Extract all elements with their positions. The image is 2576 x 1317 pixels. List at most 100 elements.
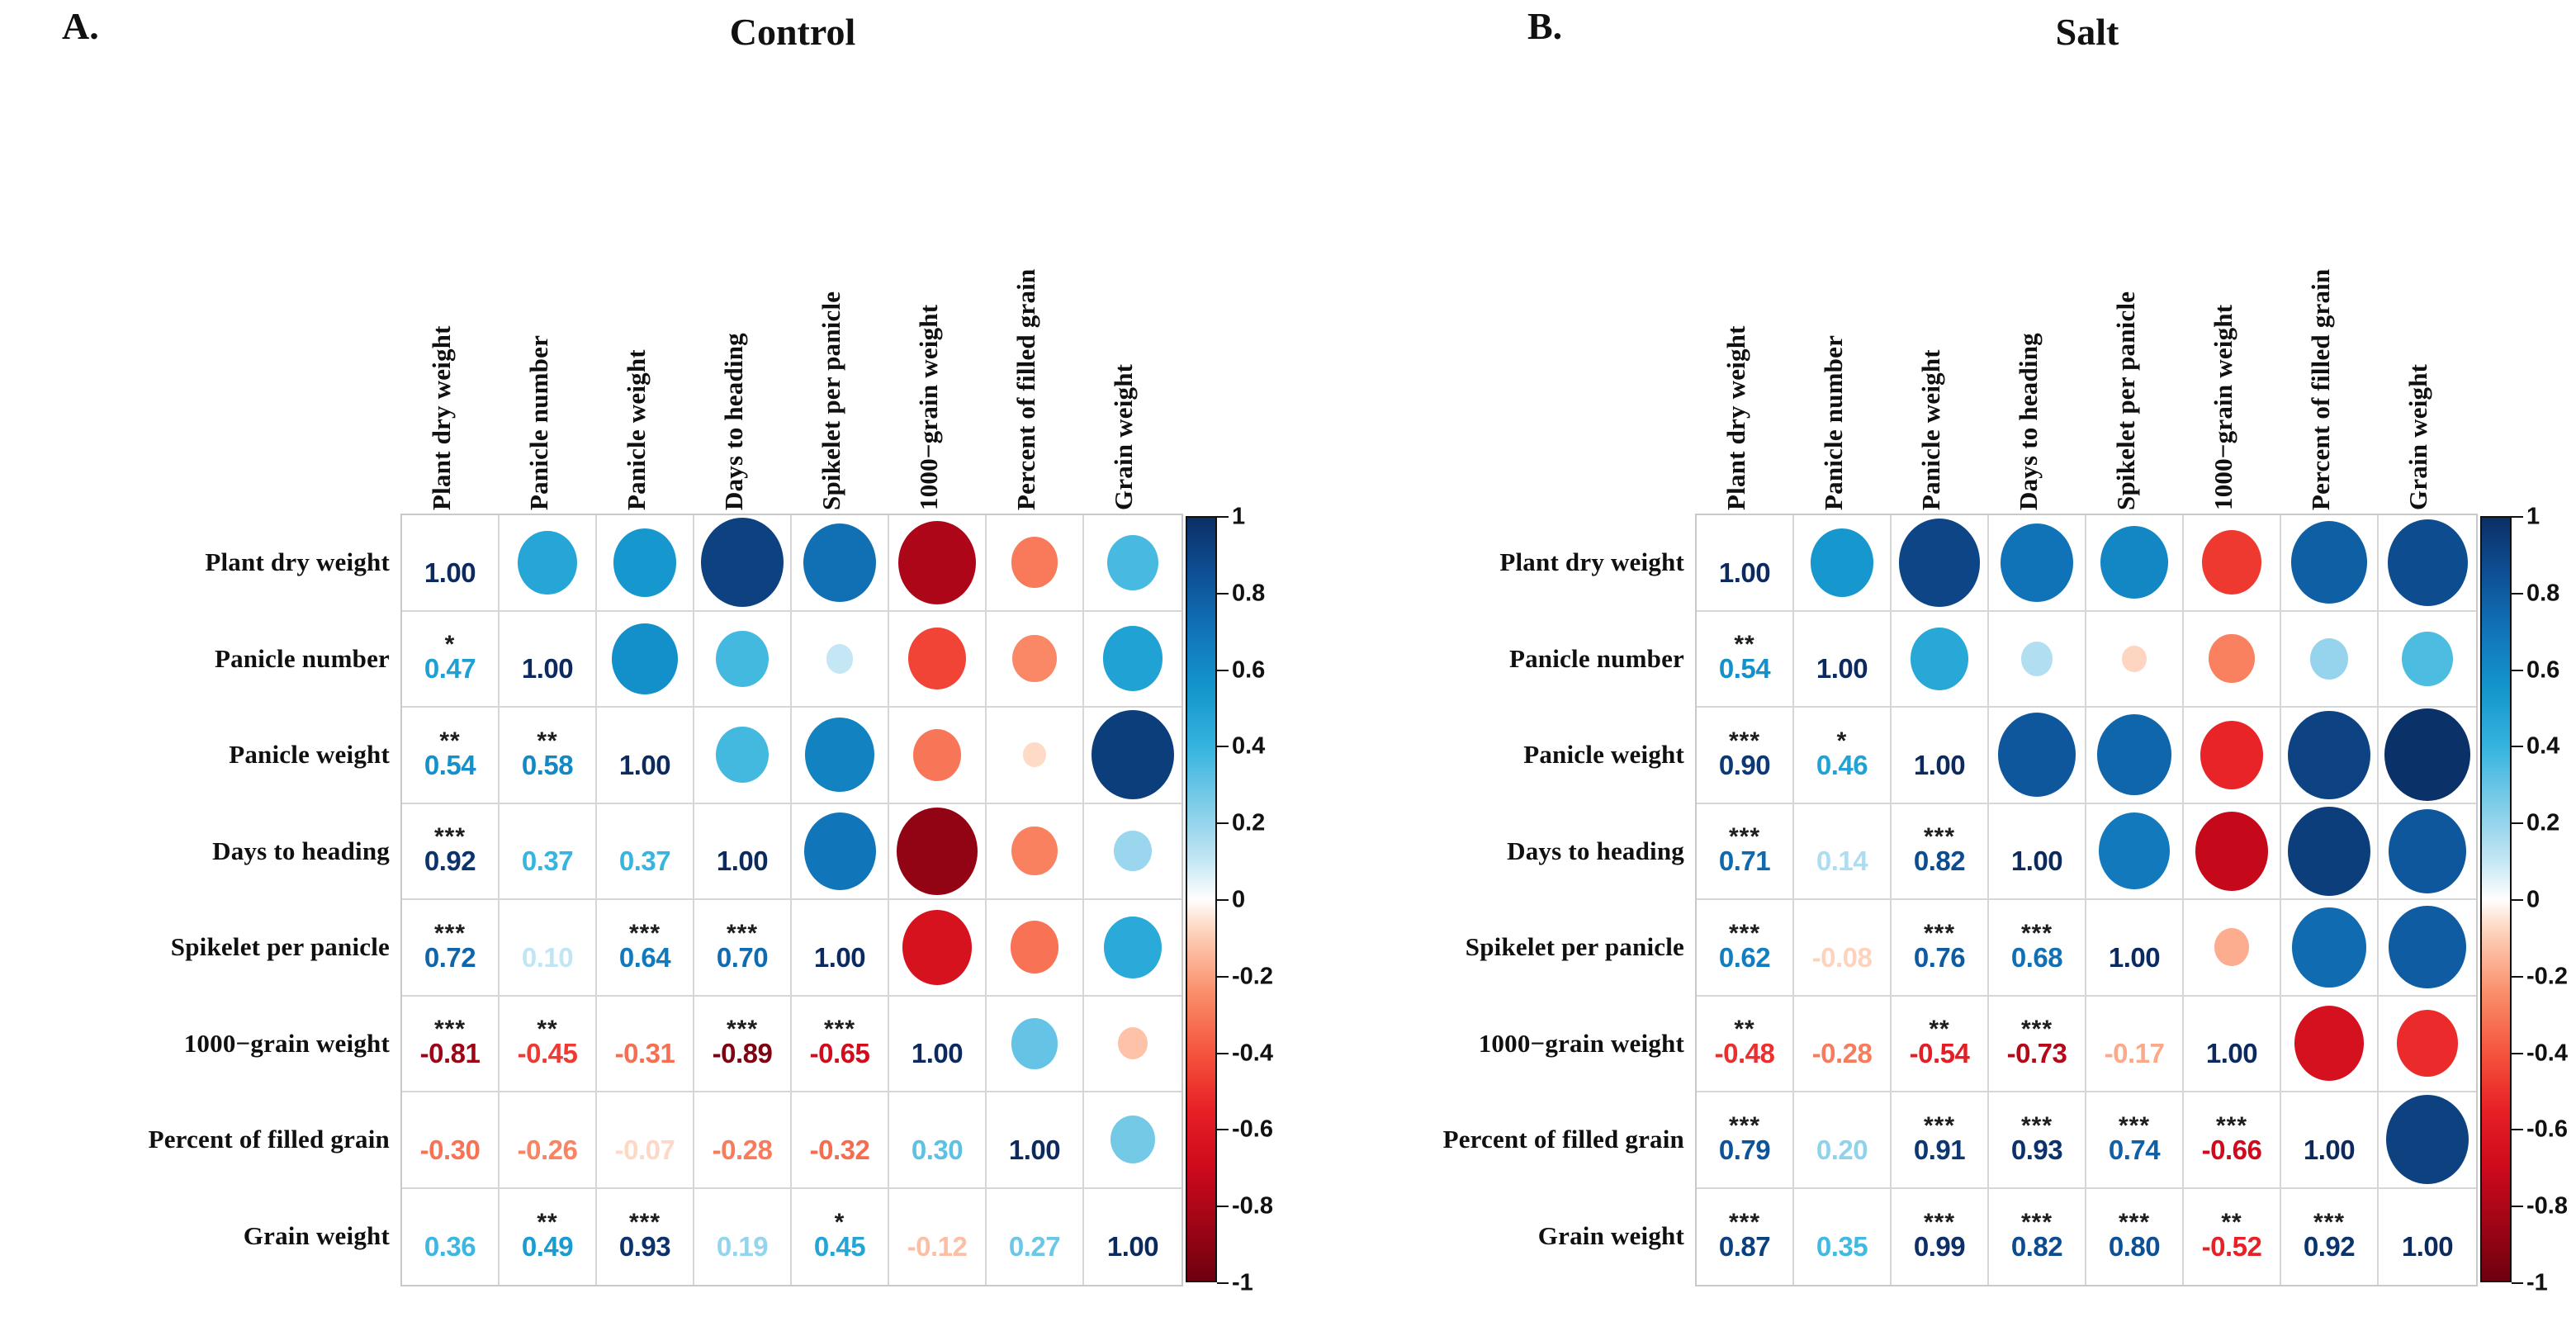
correlation-value: -0.45 — [517, 1038, 578, 1069]
significance-stars: *** — [726, 919, 758, 947]
correlation-circle — [1110, 1116, 1156, 1164]
matrix-cell: ***0.90 — [1697, 708, 1794, 804]
significance-stars: ** — [537, 727, 558, 755]
correlation-value: -0.65 — [809, 1038, 870, 1069]
matrix-cell: 0.37 — [597, 803, 694, 900]
correlation-circle — [2001, 523, 2073, 602]
correlation-circle — [826, 643, 854, 674]
correlation-circle — [2396, 1010, 2459, 1078]
correlation-circle — [805, 718, 874, 793]
matrix-cell: 0.20 — [1794, 1092, 1892, 1189]
significance-stars: ** — [537, 1209, 558, 1237]
panel-a-letter: A. — [62, 5, 99, 47]
column-header-label: Panicle number — [524, 334, 553, 510]
correlation-circle — [2292, 907, 2366, 988]
significance-stars: *** — [1728, 1209, 1760, 1237]
correlation-value: 0.58 — [521, 749, 574, 780]
matrix-cell — [1084, 515, 1181, 612]
colorbar-tick — [1217, 822, 1229, 825]
significance-stars: * — [834, 1209, 845, 1237]
correlation-value: 0.93 — [618, 1231, 671, 1263]
correlation-value: 1.00 — [911, 1038, 964, 1069]
correlation-value: 0.91 — [1913, 1134, 1966, 1165]
matrix-cell: ***0.93 — [1989, 1092, 2086, 1189]
correlation-value: 1.00 — [2010, 846, 2063, 877]
matrix-cell — [2379, 1092, 2476, 1189]
correlation-value: -0.48 — [1714, 1038, 1775, 1069]
matrix-cell — [2379, 708, 2476, 804]
correlation-value: 0.93 — [2010, 1134, 2063, 1165]
significance-stars: *** — [628, 1209, 661, 1237]
correlation-value: 0.45 — [813, 1231, 866, 1263]
matrix-cell — [1084, 1092, 1181, 1189]
correlation-circle — [1104, 916, 1162, 978]
significance-stars: *** — [433, 823, 466, 851]
matrix-cell — [2184, 708, 2281, 804]
significance-stars: *** — [433, 1016, 466, 1044]
row-label-4: Spikelet per panicle — [1465, 932, 1684, 961]
correlation-circle — [2288, 710, 2370, 799]
column-header-4: Spikelet per panicle — [790, 84, 888, 514]
matrix-cell: **0.49 — [500, 1188, 597, 1285]
matrix-cell: 1.00 — [987, 1092, 1084, 1189]
matrix-cell — [2379, 612, 2476, 708]
correlation-circle — [2195, 811, 2269, 891]
correlation-circle — [1023, 742, 1046, 768]
column-header-0: Plant dry weight — [1695, 84, 1792, 514]
correlation-value: 0.72 — [424, 941, 476, 973]
colorbar-tick — [1217, 1282, 1229, 1284]
correlation-value: 0.46 — [1816, 749, 1868, 780]
colorbar-tick-label: -1 — [2526, 1269, 2548, 1296]
correlation-circle — [1997, 713, 2076, 798]
significance-stars: *** — [2020, 1111, 2053, 1139]
significance-stars: ** — [1734, 1016, 1755, 1044]
correlation-value: 1.00 — [2401, 1231, 2454, 1263]
correlation-circle — [1114, 831, 1152, 872]
matrix-cell: ***-0.66 — [2184, 1092, 2281, 1189]
correlation-circle — [2096, 714, 2172, 796]
matrix-cell: -0.32 — [792, 1092, 889, 1189]
matrix-cell — [1892, 611, 1989, 708]
correlation-circle — [1091, 710, 1175, 800]
column-header-label: Percent of filled grain — [1011, 268, 1040, 510]
correlation-value: 0.19 — [716, 1231, 769, 1263]
correlation-value: 1.00 — [813, 941, 866, 973]
correlation-value: 1.00 — [716, 846, 769, 877]
matrix-cell — [2184, 803, 2281, 900]
correlation-circle — [2402, 631, 2453, 686]
matrix-cell — [792, 611, 889, 708]
correlation-circle — [1910, 627, 1969, 690]
matrix-cell: *0.47 — [402, 611, 500, 708]
matrix-cell: **-0.48 — [1697, 996, 1794, 1092]
correlation-value: 0.64 — [618, 941, 671, 973]
correlation-value: 0.79 — [1718, 1134, 1771, 1165]
column-header-label: Percent of filled grain — [2306, 268, 2335, 510]
significance-stars: *** — [2313, 1209, 2345, 1237]
correlation-value: -0.81 — [419, 1038, 481, 1069]
correlation-value: 0.35 — [1816, 1231, 1868, 1263]
matrix-cell: ***0.92 — [2281, 1188, 2379, 1285]
colorbar-tick — [2512, 669, 2523, 671]
matrix-cell: ***0.91 — [1892, 1092, 1989, 1189]
matrix-cell — [889, 515, 987, 612]
matrix-cell: 0.10 — [500, 900, 597, 997]
correlation-circle — [1011, 537, 1058, 588]
matrix-cell: ***0.62 — [1697, 900, 1794, 997]
correlation-value: -0.73 — [2006, 1038, 2067, 1069]
matrix-cell — [2086, 611, 2184, 708]
correlation-value: 0.82 — [1913, 846, 1966, 877]
matrix-cell — [694, 708, 792, 804]
matrix-cell — [2184, 900, 2281, 997]
matrix-cell: ***0.99 — [1892, 1188, 1989, 1285]
correlation-value: 0.10 — [521, 941, 574, 973]
matrix-cell: -0.28 — [694, 1092, 792, 1189]
panel-a-title: Control — [729, 11, 856, 53]
significance-stars: *** — [1923, 823, 1955, 851]
correlation-circle — [898, 520, 976, 604]
colorbar-b — [2480, 516, 2512, 1282]
colorbar-tick — [1217, 1206, 1229, 1208]
colorbar-tick — [2512, 899, 2523, 901]
column-header-0: Plant dry weight — [400, 84, 498, 514]
significance-stars: *** — [433, 919, 466, 947]
